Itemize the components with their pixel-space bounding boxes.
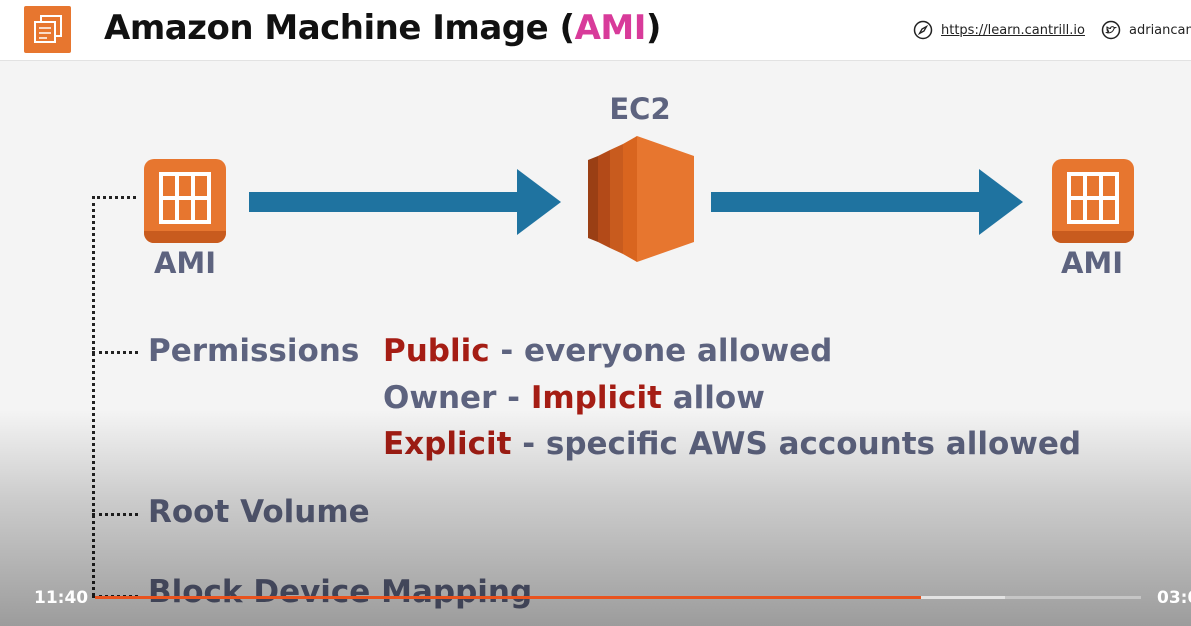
permissions-label: Permissions [148,333,360,369]
aws-service-logo [24,6,71,53]
ec2-instance-icon [588,136,694,262]
progress-played [95,596,922,599]
arrow-right-icon [711,169,1023,235]
ec2-label: EC2 [609,92,671,126]
permission-public: Public - everyone allowed [383,333,832,369]
ami-output-label: AMI [1060,246,1124,280]
slide-title: Amazon Machine Image (AMI) [104,8,661,48]
permission-owner-start: Owner - [383,380,531,416]
ami-icon [144,159,226,243]
permission-owner-keyword: Implicit [530,380,662,416]
ami-icon [1052,159,1134,243]
progress-bar[interactable] [95,596,1141,599]
course-link-text[interactable]: https://learn.cantrill.io [941,22,1085,38]
tree-branch [92,196,136,199]
slide-header: Amazon Machine Image (AMI) https://learn… [0,0,1191,61]
title-suffix: ) [645,8,662,48]
title-accent: AMI [574,8,647,48]
tree-branch [92,513,138,516]
root-volume-label: Root Volume [148,494,370,530]
tree-connector [92,196,95,596]
total-time: 03:0 [1157,588,1191,608]
copy-icon [34,15,62,43]
compass-icon [913,20,933,40]
permission-explicit-keyword: Explicit [383,426,512,462]
twitter-handle-text[interactable]: adriancan [1129,22,1191,38]
permission-owner: Owner - Implicit allow [383,380,765,416]
permission-owner-end: allow [661,380,765,416]
twitter-icon [1101,20,1121,40]
ami-source-label: AMI [153,246,217,280]
current-time: 11:40 [34,588,89,608]
title-prefix: Amazon Machine Image ( [104,8,575,48]
permission-public-keyword: Public [383,333,490,369]
block-device-mapping-label: Block Device Mapping [148,574,533,610]
permission-public-text: - everyone allowed [489,333,833,369]
arrow-right-icon [249,169,561,235]
twitter-handle[interactable]: adriancan [1101,18,1191,42]
course-link[interactable]: https://learn.cantrill.io [913,18,1085,42]
tree-branch [92,351,138,354]
permission-explicit-text: - specific AWS accounts allowed [511,426,1082,462]
permission-explicit: Explicit - specific AWS accounts allowed [383,426,1081,462]
